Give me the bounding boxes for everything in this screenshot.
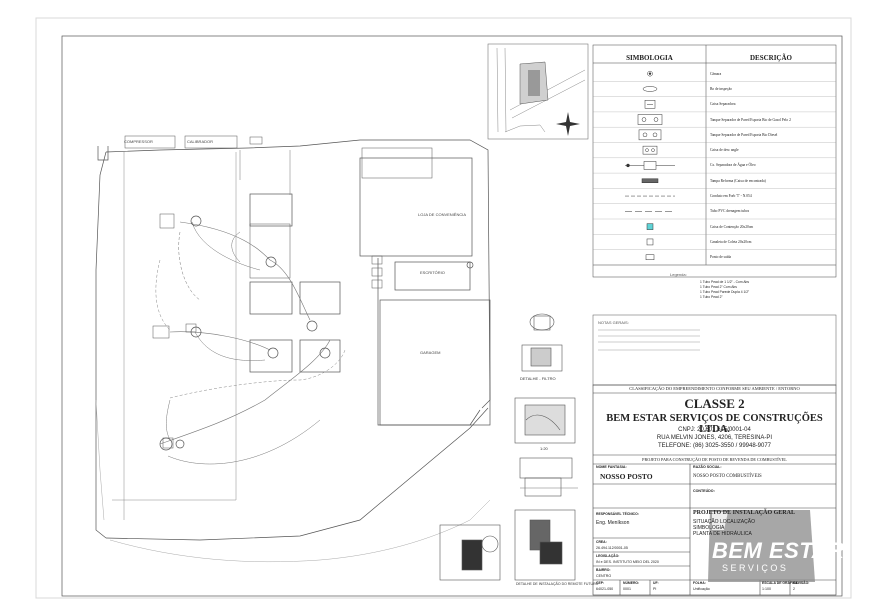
- detail-label-filter: DETALHE - FILTRO: [520, 376, 556, 381]
- number-label: NÚMERO:: [623, 581, 640, 585]
- dot-circle-icon: [647, 70, 653, 77]
- revision-label: REVISÃO:: [793, 581, 810, 585]
- technical-label: RESPONSÁVEL TÉCNICO:: [596, 512, 639, 516]
- classification-line: CLASSIFICAÇÃO DO EMPREENDIMENTO CONFORME…: [629, 386, 800, 391]
- legend-description: Canaleta de Coleta 20x20cm: [710, 239, 752, 244]
- fantasy-name: NOSSO POSTO: [600, 472, 653, 481]
- legend-description: Caixa Separadora: [710, 102, 736, 107]
- legend-header-symbol: SIMBOLOGIA: [626, 54, 673, 62]
- plan-label-office: ESCRITÓRIO: [420, 270, 445, 275]
- project-line: PROJETO PARA CONSTRUÇÃO DE POSTO DE REVE…: [642, 457, 787, 462]
- legislation-label: LEGISLAÇÃO:: [596, 554, 620, 558]
- legend-description: Tampa Reforma (Caixa de encontrada): [710, 178, 766, 183]
- district-value: CENTRO: [596, 574, 612, 578]
- watermark-subtitle: SERVIÇOS: [722, 563, 789, 573]
- folha-label: FOLHA:: [693, 581, 706, 585]
- scale-label: ESCALA DE GRÁFICA:: [762, 581, 799, 585]
- legend-notes-title: Legenda:: [670, 272, 687, 277]
- company-legal-name: NOSSO POSTO COMBUSTÍVEIS: [693, 474, 762, 479]
- legend-description: Câmara: [710, 71, 722, 76]
- legend-note: 1 Tubo Pead Parede Dupla 4 1/2": [700, 290, 750, 294]
- cep-label: CEP:: [596, 581, 605, 585]
- cep-value: 64021-050: [596, 587, 614, 591]
- company-phone: TELEFONE: (86) 3025-3550 / 99948-9077: [657, 443, 772, 449]
- crea-value: 26.494.112/0001-05: [596, 546, 628, 550]
- crea-label: CREA:: [596, 540, 607, 544]
- rect-small-icon: [645, 254, 655, 260]
- tank-horizontal-icon: [637, 114, 663, 125]
- contents-label: CONTEÚDO:: [693, 489, 715, 493]
- contents-line: PLANTA DE HIDRÁULICA: [693, 531, 752, 537]
- site-plan: [95, 135, 491, 563]
- white-square-icon: [646, 238, 654, 246]
- notes-title: NOTAS GERAIS:: [598, 320, 629, 325]
- plan-label-store: LOJA DE CONVENIÊNCIA: [418, 212, 467, 217]
- legend-header-description: DESCRIÇÃO: [749, 54, 792, 62]
- engineer-name: Eng. Meníkson: [596, 520, 630, 526]
- bar-icon: [641, 178, 659, 183]
- uf-value: PI: [653, 587, 657, 591]
- plan-label-box-2: CALIBRADOR: [187, 139, 214, 144]
- company-name: BEM ESTAR SERVIÇOS DE CONSTRUÇÕES LTDA.: [606, 413, 823, 435]
- cyan-square-icon: [646, 223, 654, 230]
- plan-label-garage: GARAGEM: [420, 350, 441, 355]
- legend-description: Caixa de desc angle: [710, 148, 739, 153]
- small-box-icon: [644, 100, 656, 109]
- ellipse-icon: [642, 86, 658, 92]
- contents-line: SITUAÇÃO LOCALIZAÇÃO: [693, 519, 755, 525]
- title-block-frame: [592, 384, 837, 596]
- north-arrow-icon: [556, 112, 580, 136]
- project-title: PROJETO DE INSTALAÇÃO GERAL: [693, 510, 795, 516]
- legend-note: 1 Tubo Pead de 1 1/2" - Com Abs: [700, 280, 750, 284]
- legend-description: Conduto em Forb 'T' - N.054: [710, 194, 752, 199]
- legend-description: Ponto de saída: [710, 255, 731, 260]
- legend-description: Tanque Separador de Pared Esporta Bio de…: [710, 117, 791, 122]
- fantasy-name-label: NOME FANTASIA:: [596, 465, 627, 469]
- legend-description: Bo de inspeção: [710, 86, 732, 91]
- legislation-value: IN e DES. INSTITUTO MEIO DEL 2020: [596, 560, 659, 564]
- separator-icon: [625, 161, 675, 170]
- location-map: [487, 43, 589, 140]
- class-label: CLASSE 2: [684, 396, 745, 411]
- legend-note: 1 Tubo Pead 2": [700, 295, 723, 299]
- detail-scale: 1:20: [540, 446, 548, 451]
- detail-label-remote: DETALHE DE INSTALAÇÃO DO REMOTE FUTURO: [516, 582, 599, 586]
- watermark-logo: [708, 510, 815, 582]
- legend-description: Caixa de Contenção 20x20cm: [710, 224, 754, 229]
- contents-line: SIMBOLOGIA: [693, 525, 725, 531]
- revision-value: 2: [793, 587, 795, 591]
- company-name-label: RAZÃO SOCIAL:: [693, 465, 722, 469]
- scale-value: 1:100: [762, 587, 771, 591]
- legend-description: Cx. Separadora de Água e Óleo: [710, 163, 756, 168]
- plan-label-box-1: COMPRESSOR: [124, 139, 153, 144]
- legend-note: 1 Tubo Pead 2" Com Abs: [700, 285, 737, 289]
- folha-value: Unificação: [693, 587, 710, 591]
- number-value: 0001: [623, 587, 631, 591]
- detail-drawings: [439, 313, 578, 581]
- uf-label: UF:: [653, 581, 659, 585]
- company-address: RUA MELVIN JONES, 4206, TERESINA-PI: [656, 435, 773, 441]
- tank-double-icon: [638, 129, 662, 141]
- watermark-title: BEM ESTAR: [712, 538, 845, 563]
- legend-description: Tubo PVC drenagem tubos: [710, 209, 750, 214]
- company-cnpj: CNPJ: 20.601.615/0001-04: [678, 427, 751, 433]
- district-label: BAIRRO:: [596, 568, 611, 572]
- pump-box-icon: [642, 145, 658, 155]
- legend-description: Tanque Separador de Pared Esporta Bio Di…: [710, 132, 778, 137]
- inner-frame: [61, 35, 843, 597]
- outer-border: [35, 17, 852, 599]
